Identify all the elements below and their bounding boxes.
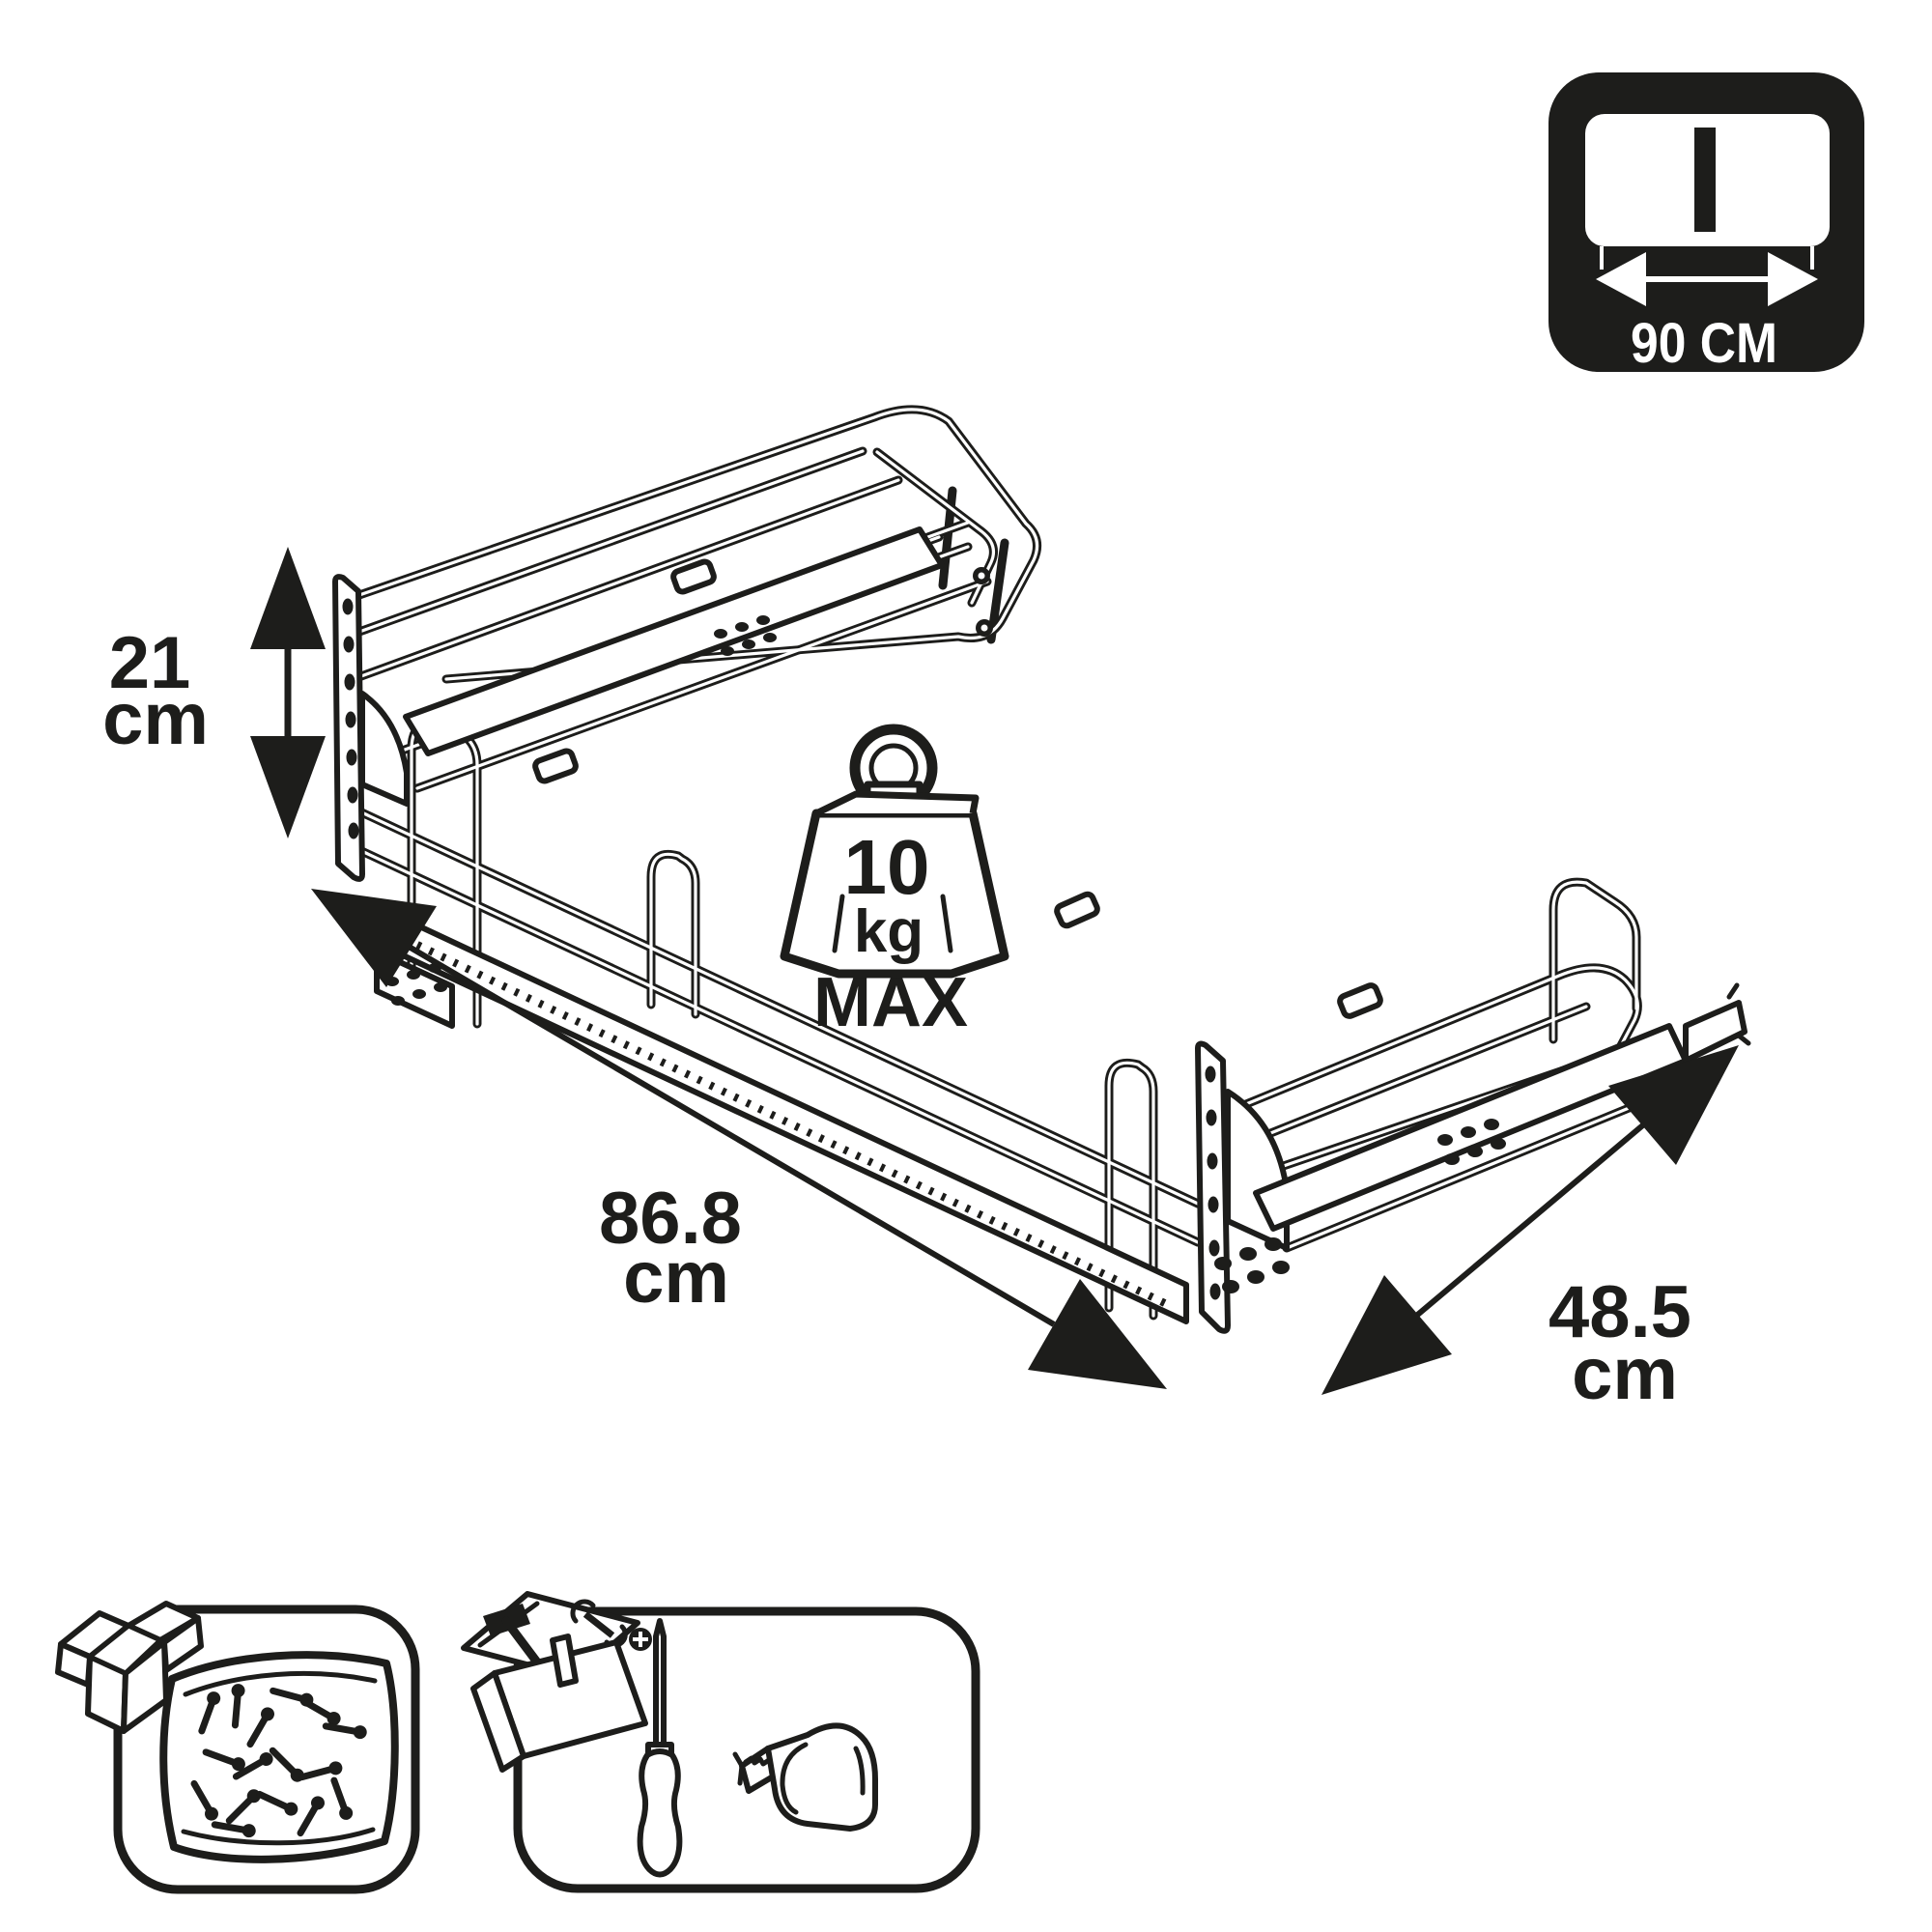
tools-card (461, 1591, 980, 1893)
left-slide-rail (403, 526, 945, 756)
right-bracket-rivets (1214, 1237, 1290, 1293)
depth-arrow-icon (1321, 1045, 1739, 1395)
toolbox-icon (461, 1591, 648, 1773)
badge-label: 90 CM (1631, 312, 1777, 375)
max-load-value: 10 (844, 824, 930, 910)
max-load-qualifier: MAX (813, 964, 968, 1041)
tape-measure-icon (732, 1722, 878, 1832)
wire-frame-highlight (354, 408, 1704, 1318)
depth-value: 48.5 (1548, 1271, 1691, 1353)
max-load-unit: kg (854, 898, 923, 965)
length-arrow-icon (311, 889, 1167, 1389)
cabinet-width-badge: 90 CM (1548, 72, 1864, 375)
height-dimension: 21 cm (102, 547, 326, 838)
screws (190, 1684, 367, 1838)
wire-frame (355, 410, 1702, 1316)
length-value: 86.8 (599, 1178, 742, 1260)
depth-unit: cm (1572, 1333, 1678, 1415)
cabinet-width-icon (1585, 114, 1830, 306)
length-unit: cm (623, 1236, 729, 1319)
height-value: 21 (109, 622, 191, 704)
left-bracket (332, 574, 410, 882)
left-bracket-gusset (359, 691, 410, 807)
length-dimension: 86.8 cm (311, 889, 1167, 1389)
open-box-icon (55, 1601, 204, 1734)
height-arrow-icon (250, 547, 326, 838)
front-slide-rail (398, 915, 1189, 1324)
right-slide-rail (1253, 982, 1751, 1232)
height-unit: cm (102, 678, 209, 760)
weight-icon (780, 724, 1009, 979)
product-line-drawing (332, 408, 1751, 1334)
max-load-icon: 10 kg MAX (780, 724, 1009, 1041)
depth-dimension: 48.5 cm (1321, 1045, 1739, 1415)
width-arrow-icon (1596, 252, 1818, 306)
wire-clips (532, 558, 1383, 1019)
phillips-screwdriver-icon (629, 1618, 683, 1878)
hardware-pack-card (55, 1601, 420, 1894)
rivet-eyes (973, 567, 993, 637)
screws-bag-icon (159, 1651, 399, 1863)
